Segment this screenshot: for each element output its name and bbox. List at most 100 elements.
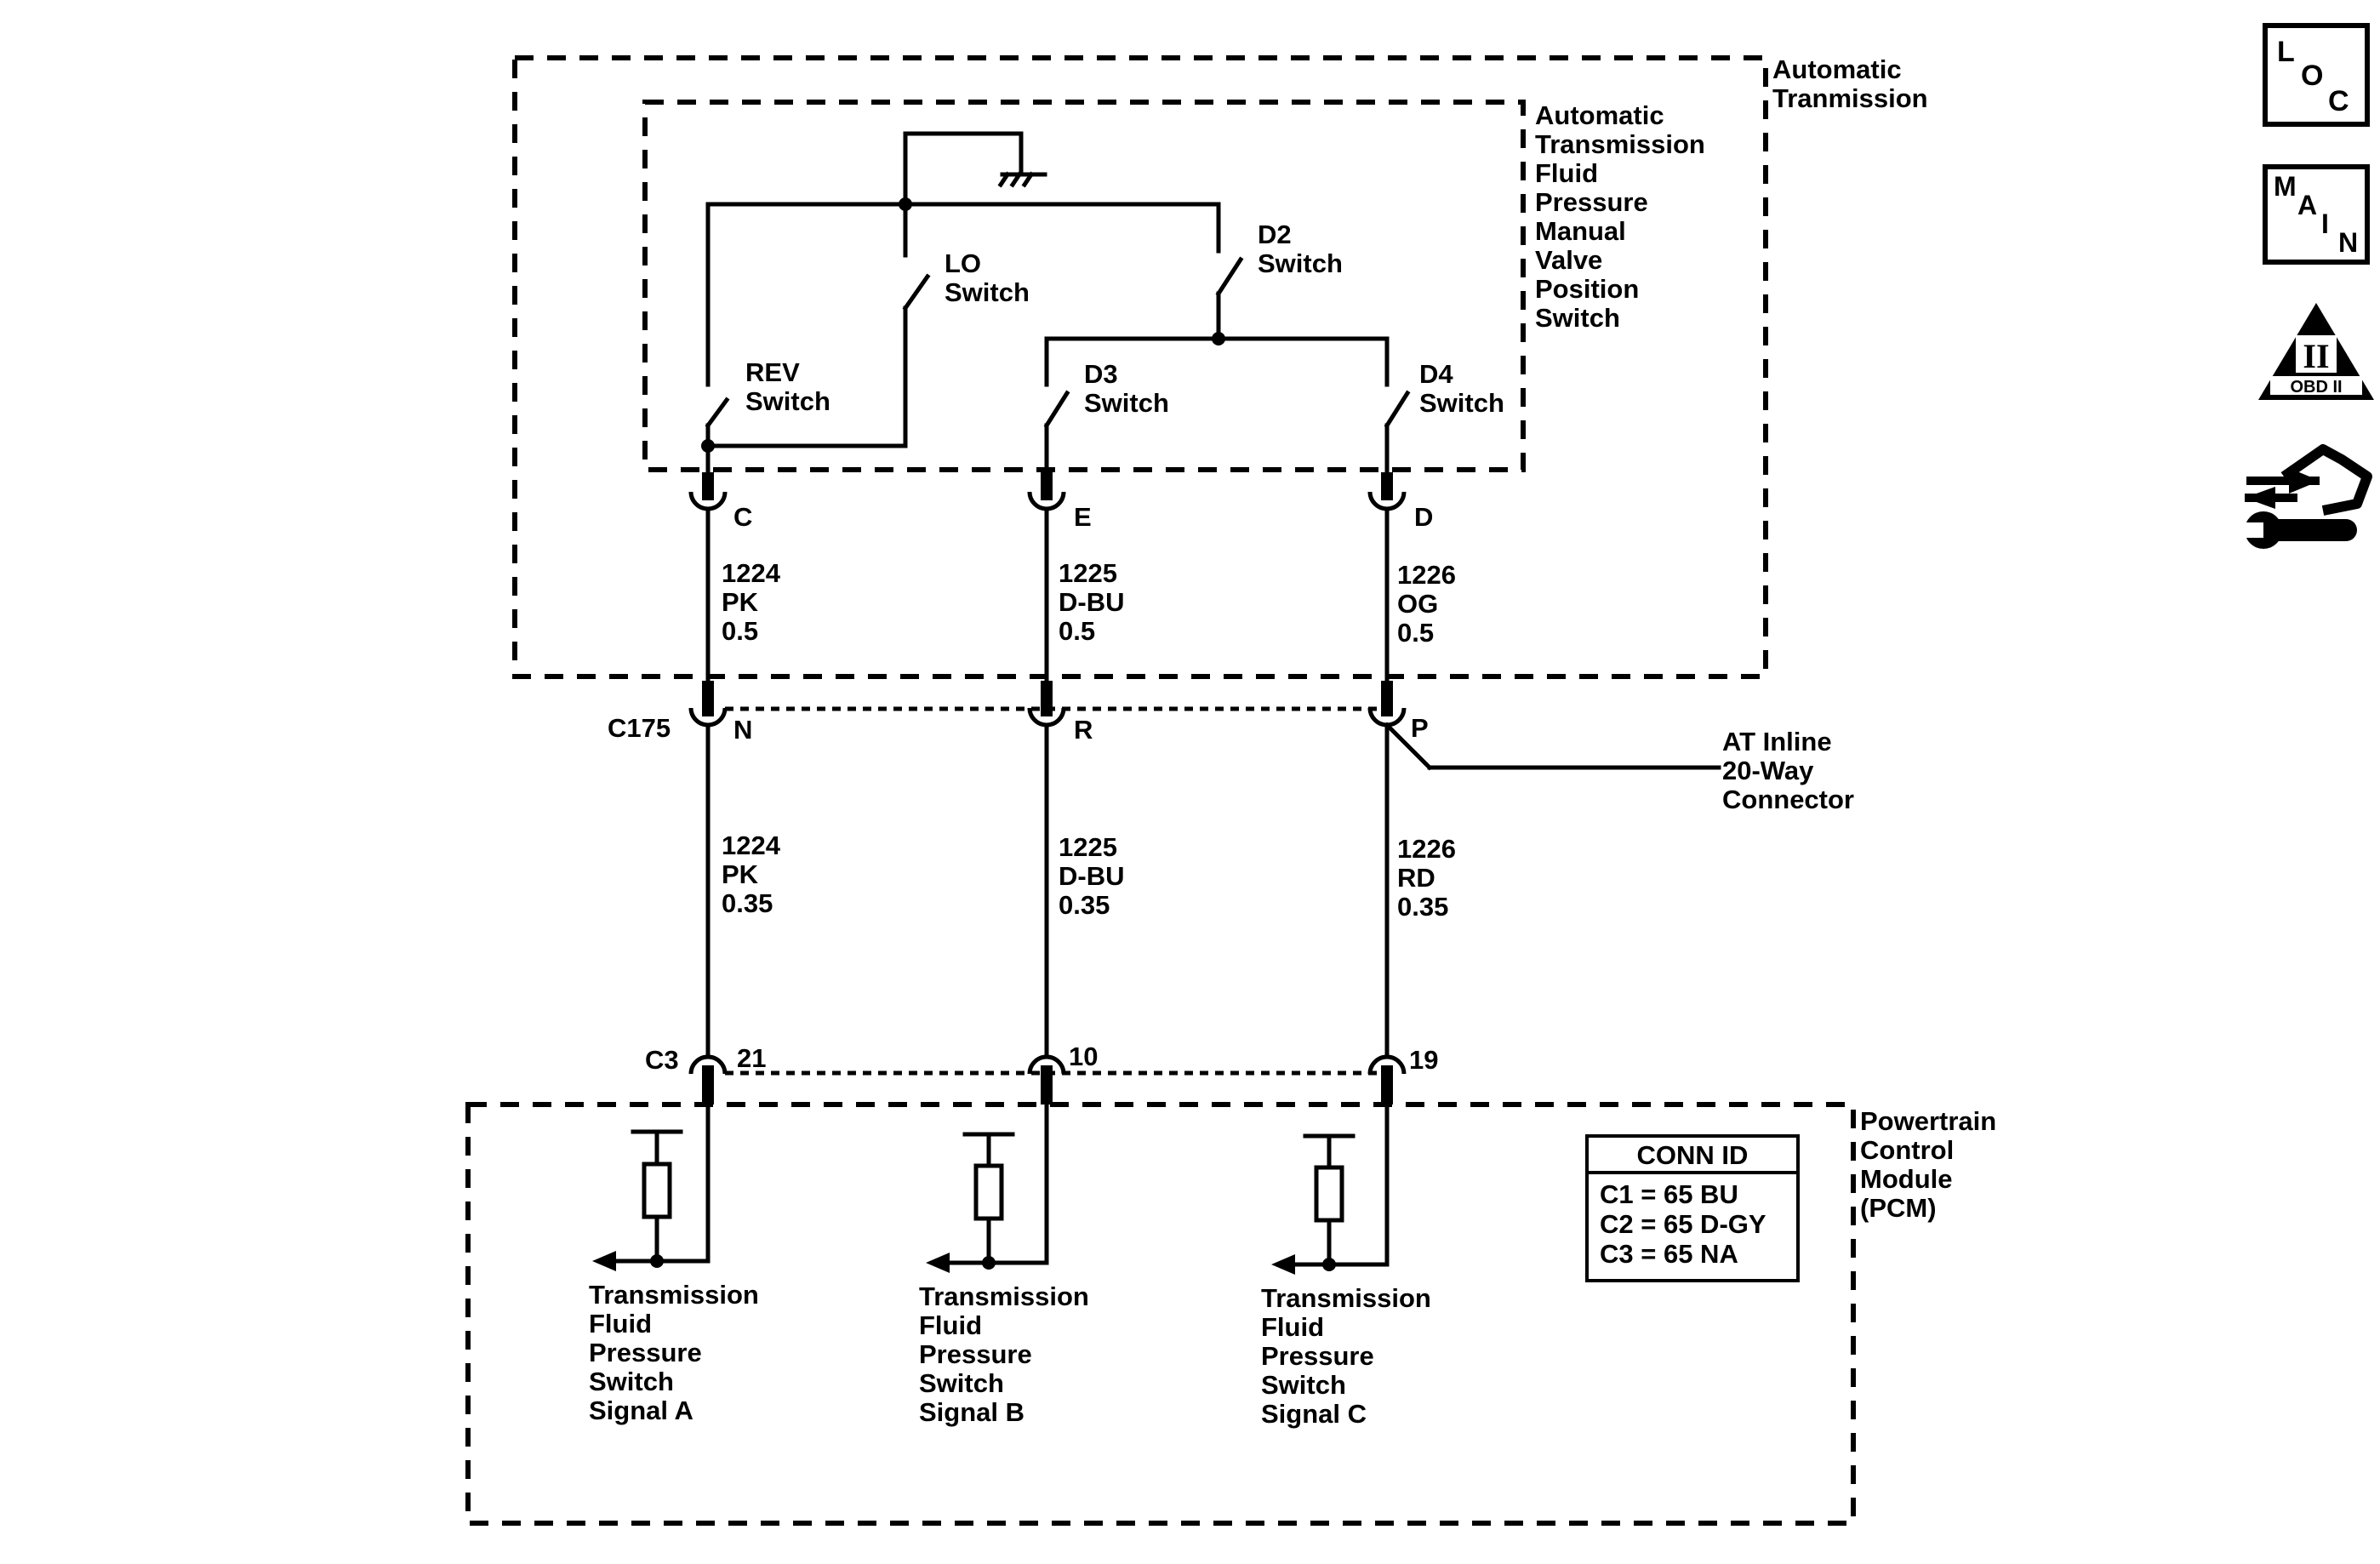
obd-ii-icon[interactable]: II OBD II [2258,303,2374,400]
c3-ref-label: C3 [645,1045,679,1075]
wire-1224-upper-label: 1224 PK 0.5 [722,558,781,646]
conn-id-row: C3 = 65 NA [1600,1239,1738,1269]
svg-text:Powertrain: Powertrain [1860,1106,1996,1136]
pcm-circuit-a [592,1102,711,1271]
svg-text:N: N [2338,227,2358,258]
svg-text:M: M [2274,171,2297,202]
d2-switch-label: D2 Switch [1258,220,1343,278]
svg-text:Pressure: Pressure [1535,187,1648,217]
loc-icon[interactable]: L O C [2263,23,2370,127]
svg-text:20-Way: 20-Way [1722,756,1814,785]
svg-text:Manual: Manual [1535,216,1626,246]
svg-text:0.5: 0.5 [1059,616,1095,646]
svg-text:Valve: Valve [1535,245,1602,275]
pcm-pin-label: 19 [1409,1045,1438,1075]
d4-switch-label: D4 Switch [1419,359,1504,418]
svg-text:Pressure: Pressure [1261,1341,1374,1371]
svg-text:Switch: Switch [945,277,1030,307]
pcm-pin-label: 21 [737,1043,766,1073]
service-procedure-icon[interactable] [2240,444,2372,549]
ground-symbol [903,131,1047,188]
pcm-circuit-b [926,1102,1049,1273]
switch-pin-label: C [733,502,752,532]
pcm-label: Powertrain Control Module (PCM) [1860,1106,1996,1223]
svg-text:A: A [2297,190,2317,220]
svg-text:Automatic: Automatic [1772,54,1902,84]
switch-terminals [688,472,1407,511]
valve-position-switch-label: Automatic Transmission Fluid Pressure Ma… [1535,100,1705,333]
svg-text:1224: 1224 [722,831,781,860]
svg-text:Transmission: Transmission [1261,1283,1431,1313]
signal-c-label: Transmission Fluid Pressure Switch Signa… [1261,1283,1431,1429]
c175-connector [688,681,1407,728]
svg-text:1226: 1226 [1397,560,1456,590]
svg-text:OBD II: OBD II [2290,378,2342,397]
c3-connector [688,1054,1407,1105]
valve-position-switch-box [642,100,1526,472]
svg-text:Switch: Switch [1261,1370,1346,1400]
rev-switch-label: REV Switch [745,357,830,416]
svg-text:Switch: Switch [1419,388,1504,418]
svg-text:Tranmission: Tranmission [1772,83,1928,113]
wire-1225-upper-label: 1225 D-BU 0.5 [1059,558,1125,646]
svg-text:I: I [2321,208,2329,239]
svg-text:0.35: 0.35 [1397,892,1448,922]
lo-switch-label: LO Switch [945,248,1030,307]
svg-text:RD: RD [1397,863,1435,893]
pcm-box [465,1102,1856,1526]
svg-text:Switch: Switch [589,1367,674,1396]
d2-switch [1044,202,1390,345]
svg-text:Module: Module [1860,1164,1953,1194]
wire-1224-lower-label: 1224 PK 0.35 [722,831,781,918]
svg-text:Automatic: Automatic [1535,100,1664,130]
main-icon[interactable]: M A I N [2263,164,2370,265]
svg-text:1225: 1225 [1059,558,1117,588]
svg-text:Fluid: Fluid [589,1309,652,1339]
svg-text:0.5: 0.5 [1397,618,1434,648]
conn-id-row: C2 = 65 D-GY [1600,1209,1766,1239]
svg-text:Transmission: Transmission [589,1280,759,1310]
svg-text:PK: PK [722,859,759,889]
svg-text:Signal A: Signal A [589,1396,693,1425]
svg-text:1225: 1225 [1059,832,1117,862]
d3-switch [1043,336,1070,479]
svg-text:Switch: Switch [1535,303,1620,333]
automatic-transmission-box [512,55,1768,679]
svg-text:1226: 1226 [1397,834,1456,864]
svg-text:Pressure: Pressure [589,1338,702,1367]
inline-pin-label: P [1411,713,1429,743]
svg-text:Transmission: Transmission [919,1281,1089,1311]
pcm-pin-label: 10 [1069,1042,1098,1071]
inline-connector-label: AT Inline 20-Way Connector [1722,727,1854,814]
inline-connector-leader [1384,722,1433,771]
signal-a-label: Transmission Fluid Pressure Switch Signa… [589,1280,759,1425]
svg-text:D-BU: D-BU [1059,587,1125,617]
lo-switch [705,202,931,448]
svg-text:Switch: Switch [745,386,830,416]
wire-1225-lower-label: 1225 D-BU 0.35 [1059,832,1125,920]
svg-text:Position: Position [1535,274,1639,304]
svg-text:LO: LO [945,248,981,278]
pcm-circuit-c [1271,1102,1390,1275]
svg-text:0.35: 0.35 [722,888,773,918]
svg-text:Connector: Connector [1722,785,1854,814]
svg-text:Fluid: Fluid [1535,158,1598,188]
svg-text:PK: PK [722,587,759,617]
svg-text:OG: OG [1397,589,1438,619]
svg-text:II: II [2303,337,2329,375]
wire-1226-lower-label: 1226 RD 0.35 [1397,834,1456,922]
conn-id-row: C1 = 65 BU [1600,1179,1738,1209]
svg-text:D3: D3 [1084,359,1118,389]
svg-text:REV: REV [745,357,800,387]
c175-ref-label: C175 [608,713,671,743]
svg-text:D-BU: D-BU [1059,861,1125,891]
inline-pin-label: R [1074,715,1093,745]
svg-text:Transmission: Transmission [1535,129,1705,159]
switch-pin-label: D [1414,502,1433,532]
d3-switch-label: D3 Switch [1084,359,1169,418]
inline-pin-label: N [733,715,752,745]
svg-text:0.5: 0.5 [722,616,758,646]
svg-text:Switch: Switch [919,1368,1004,1398]
svg-text:L: L [2277,36,2295,68]
